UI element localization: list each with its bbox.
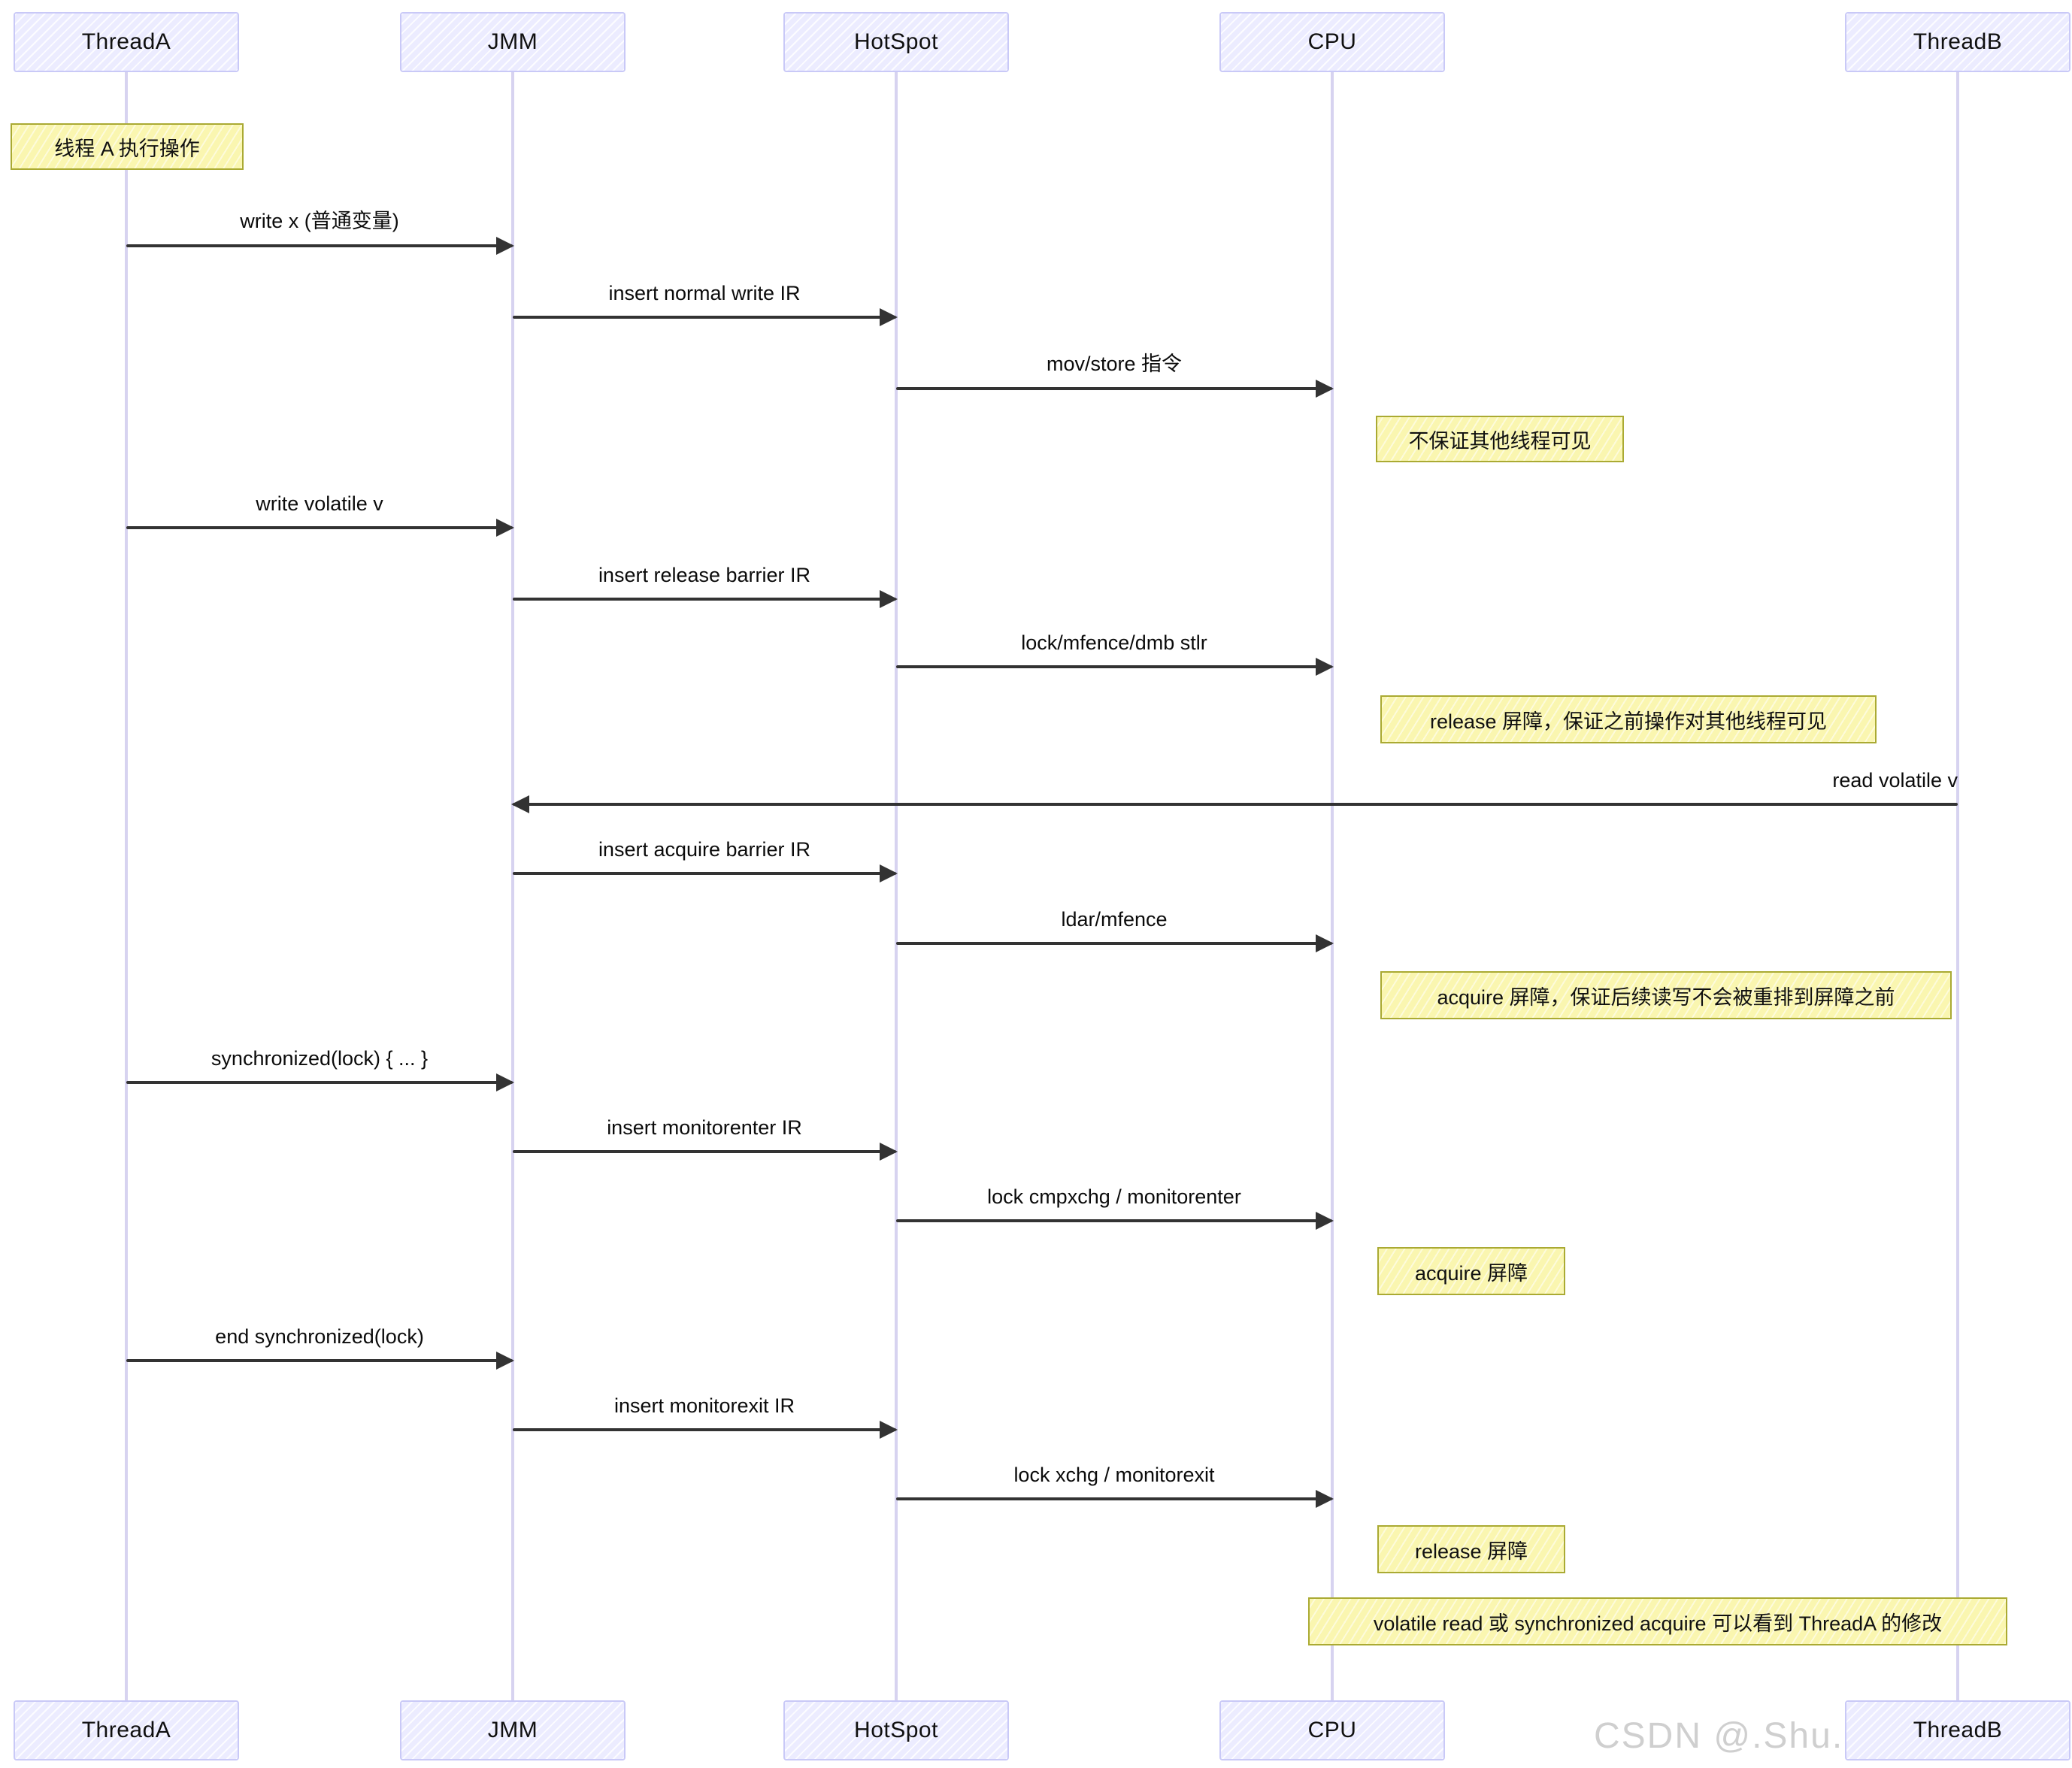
actor-box-hotspot-bottom[interactable]: HotSpot [783, 1700, 1009, 1760]
note-n3: release 屏障，保证之前操作对其他线程可见 [1380, 695, 1877, 743]
arrowhead-right-icon [496, 519, 514, 537]
message-line-m4 [126, 526, 513, 529]
lifeline-threadB [1956, 72, 1959, 1700]
actor-box-hotspot-top[interactable]: HotSpot [783, 12, 1009, 72]
arrowhead-left-icon [511, 795, 529, 813]
message-label-m13: end synchronized(lock) [215, 1325, 424, 1348]
message-label-m14: insert monitorexit IR [613, 1394, 795, 1417]
watermark: CSDN @.Shu. [1594, 1716, 1844, 1756]
actor-box-threadA-top[interactable]: ThreadA [14, 12, 239, 72]
actor-label-jmm: JMM [487, 1718, 538, 1742]
arrowhead-right-icon [1316, 934, 1334, 952]
lifeline-jmm [511, 72, 514, 1700]
actor-label-cpu: CPU [1307, 29, 1357, 54]
message-label-m8: insert acquire barrier IR [598, 838, 811, 861]
message-line-m14 [513, 1428, 896, 1431]
message-label-m15: lock xchg / monitorexit [1013, 1464, 1215, 1486]
arrowhead-right-icon [880, 590, 898, 608]
actor-label-threadA: ThreadA [81, 29, 171, 54]
actor-label-hotspot: HotSpot [854, 1718, 938, 1742]
message-line-m15 [896, 1497, 1332, 1500]
message-line-m1 [126, 244, 513, 247]
arrowhead-right-icon [496, 1073, 514, 1091]
message-line-m9 [896, 942, 1332, 945]
actor-box-jmm-top[interactable]: JMM [400, 12, 626, 72]
message-line-m2 [513, 316, 896, 319]
actor-label-hotspot: HotSpot [854, 29, 938, 54]
note-text-n6: release 屏障 [1414, 1539, 1528, 1563]
message-label-m6: lock/mfence/dmb stlr [1021, 631, 1207, 654]
arrowhead-right-icon [880, 308, 898, 326]
message-line-m13 [126, 1359, 513, 1362]
message-line-m8 [513, 872, 896, 875]
message-line-m7 [513, 803, 1958, 806]
message-label-m1: write x (普通变量) [240, 210, 399, 232]
message-line-m11 [513, 1150, 896, 1153]
arrowhead-right-icon [880, 864, 898, 882]
arrowhead-right-icon [496, 237, 514, 255]
message-label-m7: read volatile v [1832, 769, 1958, 792]
lifeline-cpu [1331, 72, 1334, 1700]
arrowhead-right-icon [880, 1421, 898, 1439]
arrowhead-right-icon [1316, 1212, 1334, 1230]
message-label-m10: synchronized(lock) { ... } [211, 1047, 429, 1070]
note-text-n3: release 屏障，保证之前操作对其他线程可见 [1429, 710, 1828, 733]
arrowhead-right-icon [496, 1352, 514, 1370]
message-label-m4: write volatile v [256, 492, 383, 515]
note-n6: release 屏障 [1377, 1525, 1565, 1573]
message-label-m2: insert normal write IR [608, 282, 801, 304]
actor-box-threadA-bottom[interactable]: ThreadA [14, 1700, 239, 1760]
message-label-m3: mov/store 指令 [1046, 353, 1183, 375]
note-text-n5: acquire 屏障 [1414, 1261, 1528, 1285]
note-text-n1: 线程 A 执行操作 [54, 137, 200, 160]
message-label-m5: insert release barrier IR [598, 564, 811, 586]
actor-box-threadB-top[interactable]: ThreadB [1845, 12, 2070, 72]
arrowhead-right-icon [880, 1143, 898, 1161]
note-n7: volatile read 或 synchronized acquire 可以看… [1308, 1597, 2007, 1645]
actor-label-threadA: ThreadA [81, 1718, 171, 1742]
message-line-m10 [126, 1081, 513, 1084]
message-label-m9: ldar/mfence [1061, 908, 1168, 931]
message-line-m5 [513, 598, 896, 601]
message-line-m12 [896, 1219, 1332, 1222]
message-label-m11: insert monitorenter IR [607, 1116, 802, 1139]
actor-label-cpu: CPU [1307, 1718, 1357, 1742]
actor-label-jmm: JMM [487, 29, 538, 54]
note-text-n2: 不保证其他线程可见 [1408, 429, 1592, 453]
actor-box-cpu-top[interactable]: CPU [1219, 12, 1445, 72]
arrowhead-right-icon [1316, 1490, 1334, 1508]
arrowhead-right-icon [1316, 380, 1334, 398]
note-text-n7: volatile read 或 synchronized acquire 可以看… [1373, 1612, 1943, 1635]
lifeline-hotspot [895, 72, 898, 1700]
actor-box-jmm-bottom[interactable]: JMM [400, 1700, 626, 1760]
arrowhead-right-icon [1316, 658, 1334, 676]
actor-box-cpu-bottom[interactable]: CPU [1219, 1700, 1445, 1760]
message-label-m12: lock cmpxchg / monitorenter [987, 1185, 1241, 1208]
message-line-m3 [896, 387, 1332, 390]
actor-box-threadB-bottom[interactable]: ThreadB [1845, 1700, 2070, 1760]
actor-label-threadB: ThreadB [1913, 1718, 2003, 1742]
note-n1: 线程 A 执行操作 [11, 123, 244, 170]
lifeline-threadA [125, 72, 128, 1700]
message-line-m6 [896, 665, 1332, 668]
note-n4: acquire 屏障，保证后续读写不会被重排到屏障之前 [1380, 971, 1952, 1019]
note-n2: 不保证其他线程可见 [1376, 416, 1624, 462]
note-text-n4: acquire 屏障，保证后续读写不会被重排到屏障之前 [1437, 985, 1895, 1009]
actor-label-threadB: ThreadB [1913, 29, 2003, 54]
note-n5: acquire 屏障 [1377, 1247, 1565, 1295]
